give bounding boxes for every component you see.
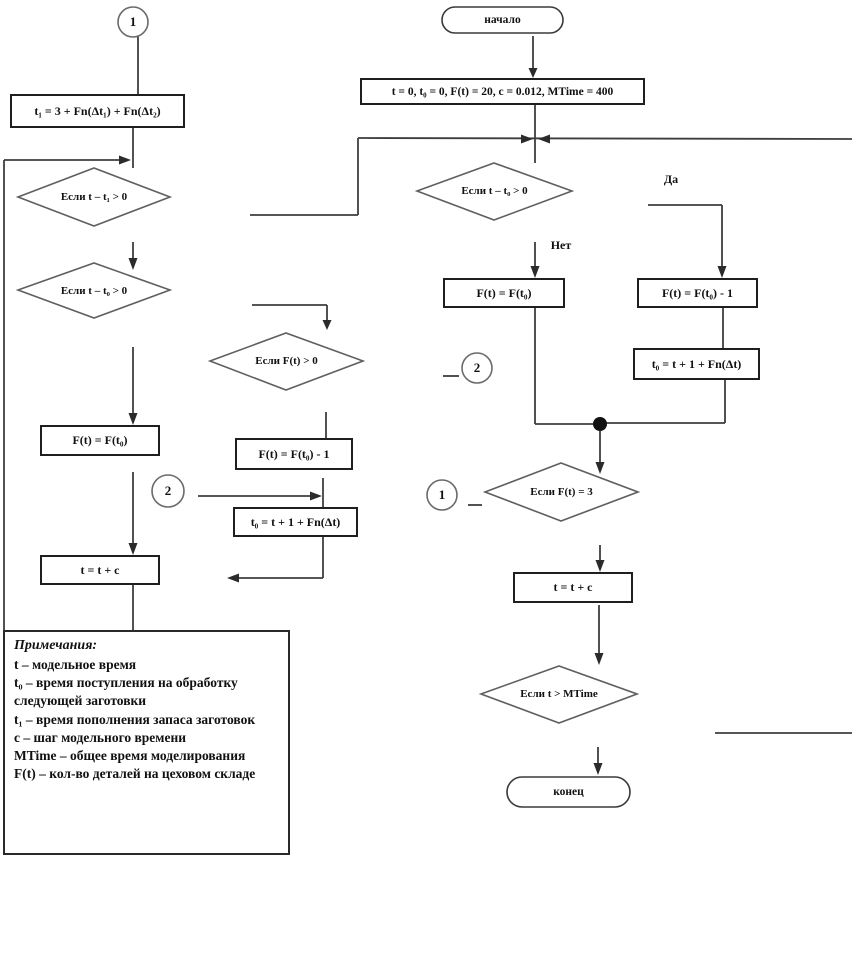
decision-right-ft-eq3 [482,462,641,522]
connector-lines [3,36,852,768]
process-right-t0: t₀ = t + 1 + Fn(Δt) [633,348,760,380]
decision-left-t-t1 [15,167,173,227]
note-item-t0: t₀ – время поступления на обработку след… [14,675,238,709]
process-init: t = 0, t₀ = 0, F(t) = 20, c = 0.012, MTi… [360,78,645,105]
decision-left-t-t0 [15,262,173,319]
connector-2-left-shape [151,474,185,508]
note-item-ft: F(t) – кол-во деталей на цеховом складе [14,766,256,782]
note-item-mtime: MTime – общее время моделирования [14,748,246,764]
decision-mid-ft-gt0 [207,332,366,391]
process-mid-t0: t₀ = t + 1 + Fn(Δt) [233,507,358,537]
connector-2-right-shape [461,352,493,384]
note-item-t1: t₁ – время пополнения запаса заготовок [14,711,256,727]
connector-1-right-shape [426,479,458,511]
process-t1-formula: t₁ = 3 + Fn(Δt₁) + Fn(Δt₂) [10,94,185,128]
notes-title: Примечания: [14,638,98,653]
terminator-start-shape [441,6,564,34]
process-left-ttc: t = t + c [40,555,160,585]
process-mid-ft-minus1: F(t) = F(t₀) - 1 [235,438,353,470]
notes-box: Примечания: t – модельное время t₀ – вре… [3,630,290,855]
note-item-t: t – модельное время [14,657,137,672]
process-left-ft: F(t) = F(t₀) [40,425,160,456]
process-right-ttc: t = t + c [513,572,633,603]
note-item-c: c – шаг модельного времени [14,729,187,745]
decision-right-t-mtime [478,665,640,724]
terminator-end-shape [506,776,631,808]
decision-right-t-t0 [414,162,575,221]
process-right-ft-minus1: F(t) = F(t₀) - 1 [637,278,758,308]
junction-dot [593,417,607,431]
arrowheads [119,68,727,775]
process-right-ft: F(t) = F(t₀) [443,278,565,308]
connector-1-left-shape [117,6,149,38]
